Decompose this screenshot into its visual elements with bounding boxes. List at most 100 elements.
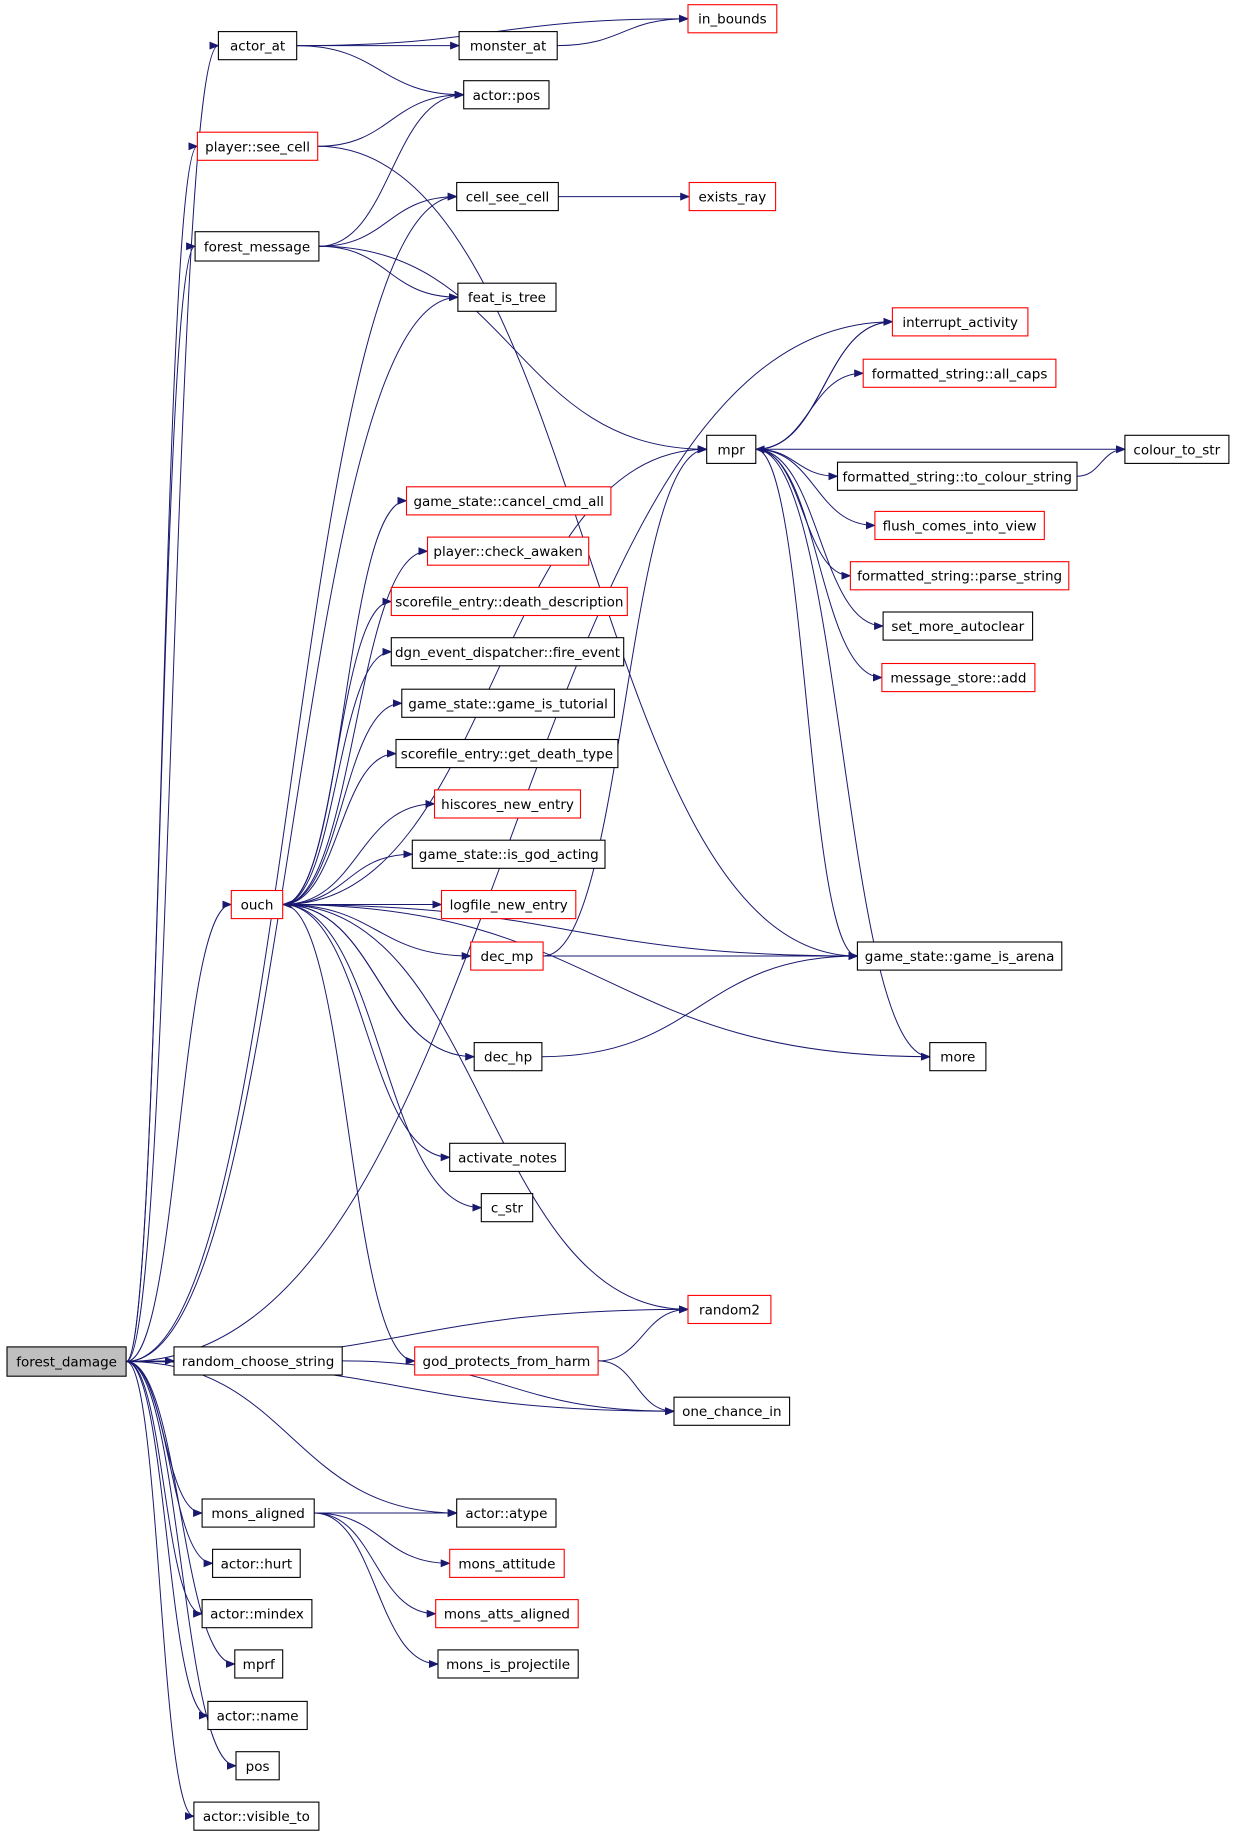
node-fs-to-colour-string[interactable]: formatted_string::to_colour_string (836, 461, 1078, 491)
node-actor-visible-to[interactable]: actor::visible_to (193, 1801, 320, 1831)
node-activate-notes[interactable]: activate_notes (449, 1142, 566, 1172)
node-label: mons_atts_aligned (444, 1607, 570, 1623)
node-actor-pos[interactable]: actor::pos (463, 80, 550, 110)
node-box (401, 688, 615, 718)
node-label: colour_to_str (1133, 442, 1220, 458)
node-message-store-add[interactable]: message_store::add (881, 662, 1036, 693)
node-box (687, 1294, 772, 1325)
edge-dec_mp-to-mpr (543, 445, 708, 957)
node-pos[interactable]: pos (235, 1751, 280, 1781)
node-exists-ray[interactable]: exists_ray (688, 181, 777, 212)
node-actor-at[interactable]: actor_at (217, 31, 298, 61)
edge-forest_message-to-cell_see_cell (318, 192, 458, 247)
edge-monster_at-to-in_bounds (557, 14, 689, 47)
edge-interrupt_activity-to-mpr (754, 321, 893, 454)
edge-ouch-to-more (282, 904, 931, 1061)
node-box (473, 1042, 543, 1072)
node-flush-comes-into-view[interactable]: flush_comes_into_view (874, 510, 1045, 541)
node-gs-game-is-arena[interactable]: game_state::game_is_arena (856, 941, 1063, 971)
node-cell-see-cell[interactable]: cell_see_cell (456, 181, 559, 212)
node-se-get-death-type[interactable]: scorefile_entry::get_death_type (395, 738, 619, 769)
node-player-check-awaken[interactable]: player::check_awaken (426, 536, 590, 566)
edge-ouch-to-se_get_death_type (282, 749, 397, 905)
node-actor-hurt[interactable]: actor::hurt (212, 1548, 301, 1578)
node-label: actor::visible_to (203, 1809, 310, 1825)
node-label: ouch (241, 898, 274, 914)
node-label: mons_is_projectile (446, 1657, 570, 1673)
node-colour-to-str[interactable]: colour_to_str (1124, 434, 1230, 464)
edge-ouch-to-ded_fire_event (282, 647, 393, 905)
node-gs-is-god-acting[interactable]: game_state::is_god_acting (411, 839, 606, 869)
node-box (849, 561, 1070, 591)
node-se-death-description[interactable]: scorefile_entry::death_description (390, 586, 628, 617)
node-label: game_state::cancel_cmd_all (413, 494, 604, 510)
node-dec-mp[interactable]: dec_mp (470, 941, 544, 971)
node-more[interactable]: more (929, 1042, 987, 1072)
node-interrupt-activity[interactable]: interrupt_activity (891, 307, 1029, 337)
node-actor-name[interactable]: actor::name (207, 1700, 308, 1731)
edge-mons_aligned-to-mons_attitude (314, 1512, 451, 1568)
node-label: forest_damage (16, 1355, 117, 1371)
node-label: mpr (718, 442, 746, 458)
edge-forest_damage-to-pos (126, 1361, 237, 1770)
edge-forest_damage-to-actor_at (126, 41, 220, 1362)
node-label: pos (246, 1759, 270, 1775)
node-random-choose-string[interactable]: random_choose_string (173, 1346, 343, 1376)
node-gs-game-is-tutorial[interactable]: game_state::game_is_tutorial (401, 688, 615, 718)
edge-forest_damage-to-actor_name (126, 1361, 209, 1720)
node-in-bounds[interactable]: in_bounds (687, 4, 778, 34)
edge-ouch-to-gs_game_is_tutorial (282, 699, 403, 905)
node-hiscores-new-entry[interactable]: hiscores_new_entry (433, 789, 582, 819)
node-player-see-cell[interactable]: player::see_cell (196, 131, 319, 161)
node-dec-hp[interactable]: dec_hp (473, 1042, 543, 1072)
node-actor-atype[interactable]: actor::atype (456, 1498, 557, 1528)
node-mpr[interactable]: mpr (706, 434, 757, 464)
node-fs-all-caps[interactable]: formatted_string::all_caps (862, 358, 1057, 388)
node-label: actor::name (217, 1709, 299, 1725)
node-mons-aligned[interactable]: mons_aligned (201, 1498, 315, 1528)
edge-player_see_cell-to-actor_pos (317, 90, 465, 147)
node-label: activate_notes (458, 1150, 557, 1166)
node-box (1124, 434, 1230, 464)
edge-random_choose_string-to-one_chance_in (342, 1360, 675, 1416)
node-gs-cancel-cmd-all[interactable]: game_state::cancel_cmd_all (405, 486, 612, 516)
edge-forest_message-to-actor_pos (318, 90, 465, 247)
node-box (449, 1142, 566, 1172)
edge-forest_damage-to-feat_is_tree (126, 293, 459, 1362)
node-one-chance-in[interactable]: one_chance_in (673, 1396, 791, 1426)
node-box (201, 1599, 313, 1629)
node-ded-fire-event[interactable]: dgn_event_dispatcher::fire_event (390, 637, 625, 667)
node-monster-at[interactable]: monster_at (458, 31, 558, 61)
node-label: scorefile_entry::death_description (395, 595, 623, 611)
node-feat-is-tree[interactable]: feat_is_tree (457, 282, 557, 312)
node-label: actor::mindex (210, 1607, 304, 1623)
edge-ouch-to-hiscores_new_entry (282, 799, 436, 905)
node-mons-is-projectile[interactable]: mons_is_projectile (437, 1649, 579, 1679)
node-god-protects-from-harm[interactable]: god_protects_from_harm (414, 1346, 599, 1376)
node-box (414, 1346, 599, 1376)
node-box (449, 1548, 565, 1578)
node-ouch[interactable]: ouch (230, 889, 284, 920)
node-forest-damage[interactable]: forest_damage (6, 1346, 127, 1377)
node-fs-parse-string[interactable]: formatted_string::parse_string (849, 561, 1070, 591)
node-box (706, 434, 757, 464)
edge-forest_damage-to-actor_mindex (126, 1361, 204, 1618)
node-mons-attitude[interactable]: mons_attitude (449, 1548, 565, 1578)
node-actor-mindex[interactable]: actor::mindex (201, 1599, 313, 1629)
node-box (173, 1346, 343, 1376)
node-logfile-new-entry[interactable]: logfile_new_entry (440, 889, 577, 920)
edge-mpr-to-more (755, 448, 931, 1061)
node-label: actor::hurt (221, 1556, 293, 1572)
edge-forest_damage-to-actor_hurt (126, 1361, 214, 1568)
node-mons-atts-aligned[interactable]: mons_atts_aligned (435, 1599, 579, 1629)
node-random2[interactable]: random2 (687, 1294, 772, 1325)
node-forest-message[interactable]: forest_message (194, 231, 320, 262)
node-c-str[interactable]: c_str (480, 1193, 534, 1223)
node-mprf[interactable]: mprf (234, 1649, 284, 1679)
node-label: actor::pos (473, 88, 541, 104)
node-box (929, 1042, 987, 1072)
edge-ouch-to-gs_is_god_acting (282, 850, 414, 905)
edge-forest_message-to-mpr (318, 245, 708, 454)
node-box (457, 282, 557, 312)
node-set-more-autoclear[interactable]: set_more_autoclear (882, 611, 1034, 641)
